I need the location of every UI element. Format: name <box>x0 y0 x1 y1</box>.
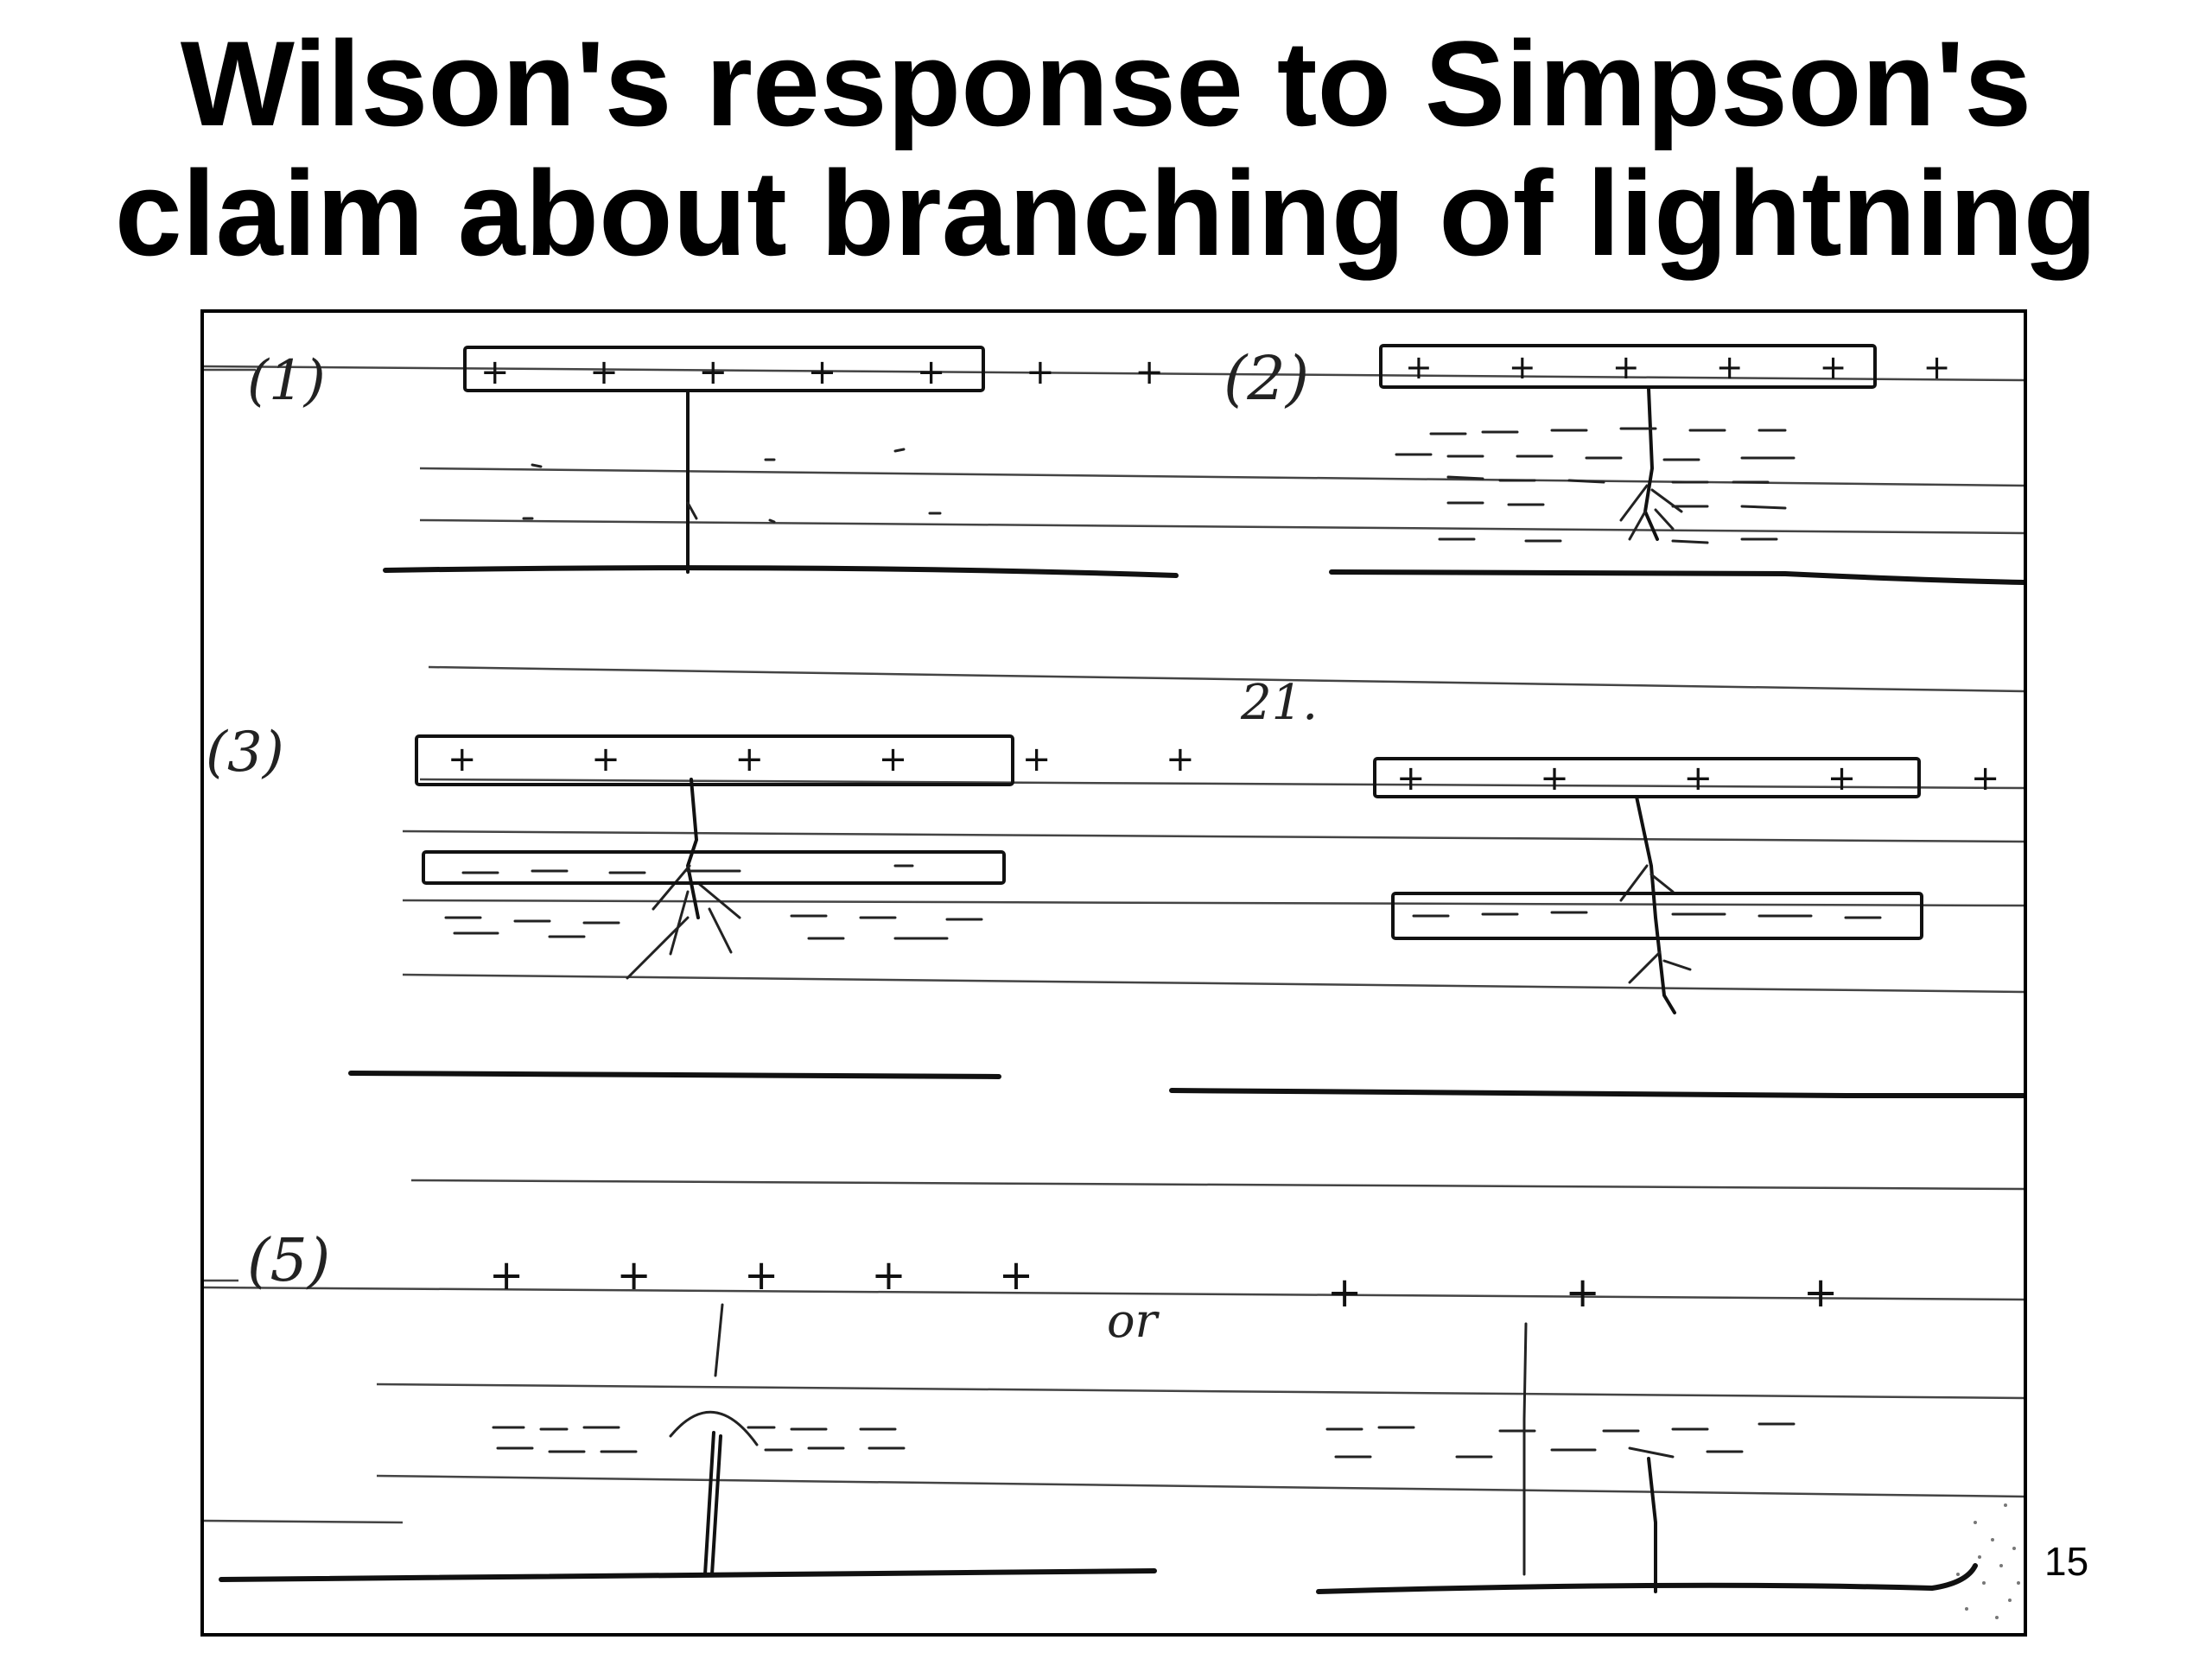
svg-text:+ + + + + + +: + + + + + + + <box>480 353 1198 392</box>
panel-4-drawing: + + + + + + <box>1169 757 2024 1098</box>
panel-labels: (1) (2) (3) (5) 21. or <box>206 343 1318 1348</box>
panel-label-2: (2) <box>1224 343 1309 414</box>
lightning-sketch-drawing: (1) (2) (3) (5) 21. or + + + + + + + + +… <box>204 343 2024 1619</box>
panel-2-drawing: + + + + + + + <box>1329 344 2024 585</box>
slide-title: Wilson's response to Simpson's claim abo… <box>0 19 2212 278</box>
svg-text:+ + + + + +: + + + + + + <box>1396 759 2024 798</box>
panel-3-drawing: + + + + + + <box>348 734 1247 1079</box>
annotation-21: 21. <box>1240 675 1318 731</box>
panel-label-3: (3) <box>206 721 284 785</box>
annotation-or: or <box>1107 1294 1160 1348</box>
panel-label-5: (5) <box>247 1227 330 1295</box>
panel-label-1: (1) <box>247 349 326 413</box>
panel-5-right-drawing: + + + + <box>1316 1268 2024 1594</box>
slide-title-line-1: Wilson's response to Simpson's <box>180 16 2032 151</box>
slide-title-line-2: claim about branching of lightning <box>114 145 2098 281</box>
scanned-sketch: (1) (2) (3) (5) 21. or + + + + + + + + +… <box>200 309 2027 1637</box>
svg-text:+ + + + + + +: + + + + + + + <box>1405 348 2024 386</box>
page-number: 15 <box>2044 1539 2089 1584</box>
svg-text:+ + + +: + + + + <box>1327 1268 2024 1317</box>
scan-noise <box>1956 1503 2020 1619</box>
panel-5-left-drawing: + + + + + <box>219 1251 1157 1582</box>
svg-text:+ + + + +: + + + + + <box>489 1251 1073 1300</box>
svg-text:+ + + + + +: + + + + + + <box>448 740 1247 779</box>
panel-1-drawing: + + + + + + + <box>383 346 1198 578</box>
